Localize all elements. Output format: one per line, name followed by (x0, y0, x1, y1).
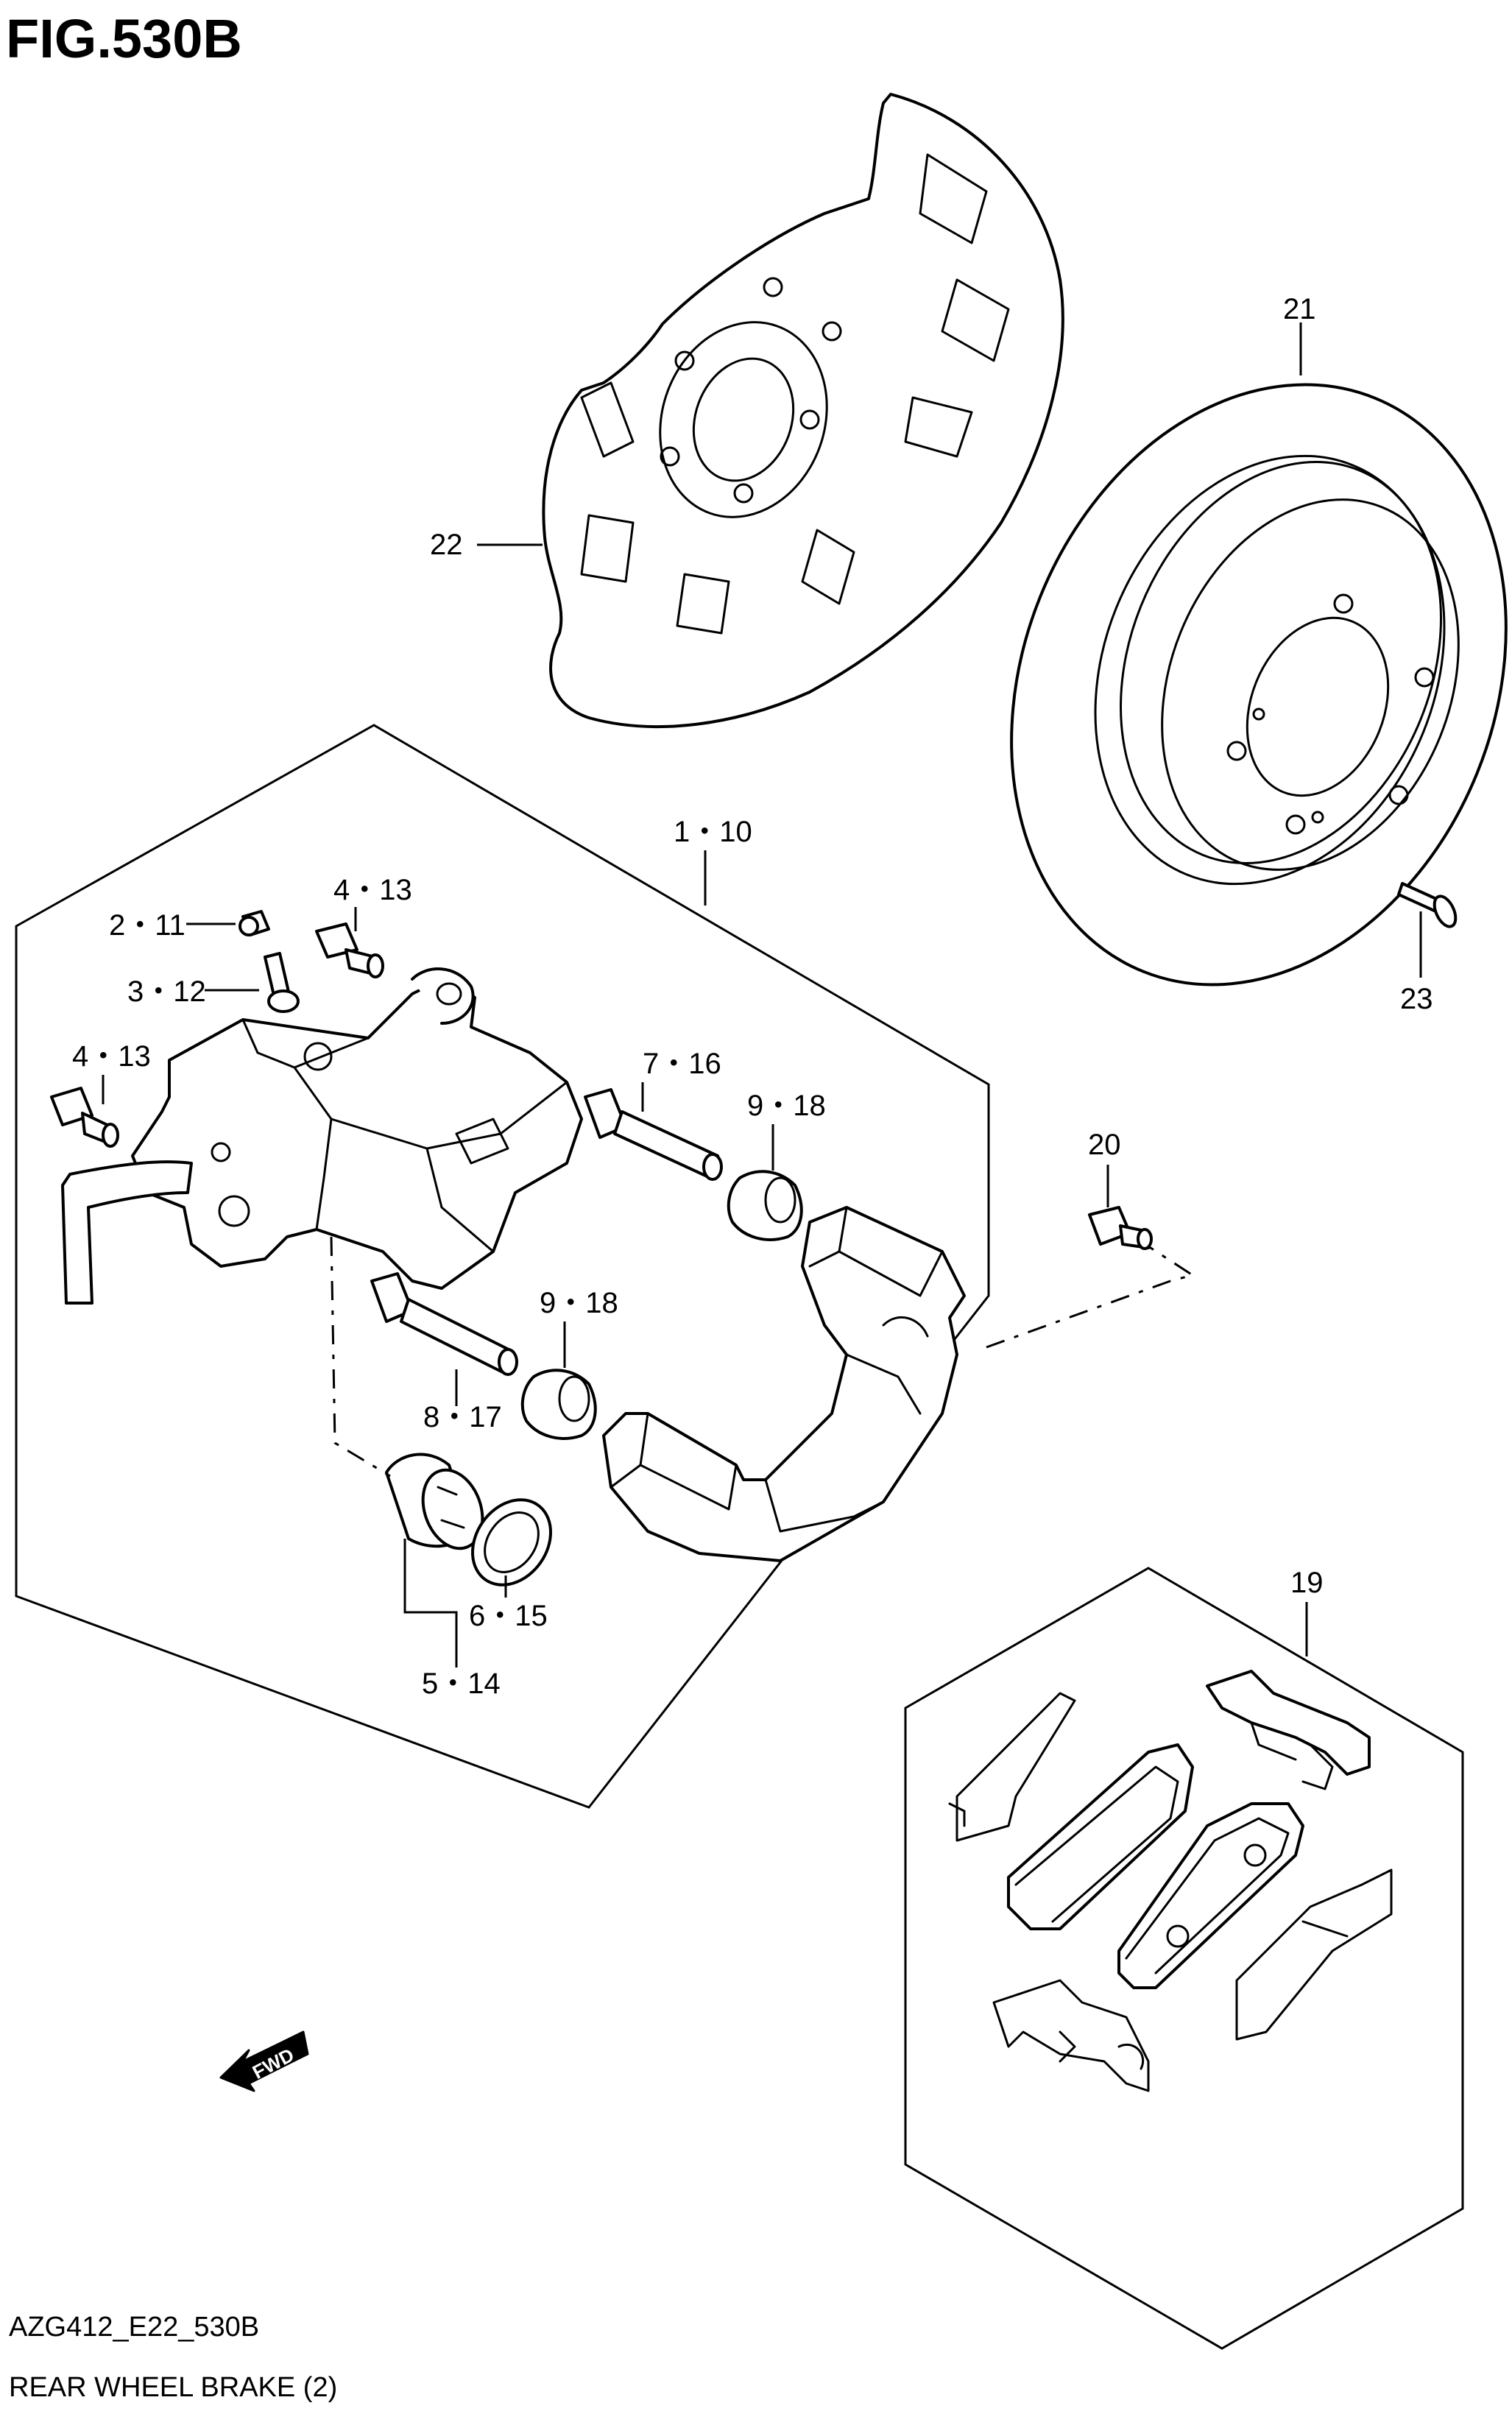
callout-1-10: 1・10 (674, 816, 752, 848)
pad-kit-box (904, 1567, 1464, 2350)
piston-part (385, 1453, 484, 1550)
callout-20: 20 (1088, 1129, 1121, 1161)
guide-pin-upper-part (584, 1088, 723, 1181)
callout-9-18-lower: 9・18 (540, 1287, 618, 1319)
callout-8-17: 8・17 (423, 1401, 502, 1433)
caliper-piston-axis-line (330, 1236, 391, 1478)
caliper-body-part (61, 967, 583, 1305)
figure-title: FIG.530B (6, 8, 242, 69)
callout-19: 19 (1290, 1567, 1324, 1599)
callout-5-14: 5・14 (422, 1667, 501, 1700)
carrier-bolt-part (1088, 1206, 1153, 1250)
piston-seal-part (470, 1498, 553, 1587)
callout-9-18-upper: 9・18 (747, 1090, 826, 1122)
callout-6-15: 6・15 (469, 1600, 548, 1632)
pad-kit-part (948, 1670, 1393, 2092)
brake-disc-part (1010, 383, 1508, 987)
callout-2-11: 2・11 (109, 909, 186, 942)
boot-lower-part (520, 1369, 597, 1440)
callout-4-13-left: 4・13 (72, 1040, 151, 1073)
bolt-left-part (50, 1087, 119, 1148)
footer-code: AZG412_E22_530B (9, 2312, 259, 2343)
callout-7-16: 7・16 (643, 1048, 721, 1080)
carrier-bracket-part (602, 1206, 966, 1562)
callout-23: 23 (1400, 983, 1433, 1015)
callout-22: 22 (430, 529, 463, 561)
disc-screw-part (1397, 882, 1458, 928)
guide-pin-lower-part (370, 1272, 518, 1376)
fwd-arrow-icon: FWD (219, 2030, 309, 2092)
boot-upper-part (727, 1170, 803, 1241)
caliper-assembly-box (15, 724, 990, 1809)
carrier-bolt-axis-line (986, 1245, 1195, 1349)
callout-4-13-top: 4・13 (333, 874, 412, 906)
bolt-top-part (315, 922, 384, 978)
callout-3-12: 3・12 (127, 975, 206, 1008)
footer-caption: REAR WHEEL BRAKE (2) (9, 2372, 337, 2403)
bleeder-plug-part (264, 952, 300, 1013)
dust-shield-part (542, 93, 1064, 729)
leader-5-14 (403, 1539, 458, 1667)
bleeder-cap-part (239, 910, 270, 936)
callout-21: 21 (1283, 293, 1316, 325)
